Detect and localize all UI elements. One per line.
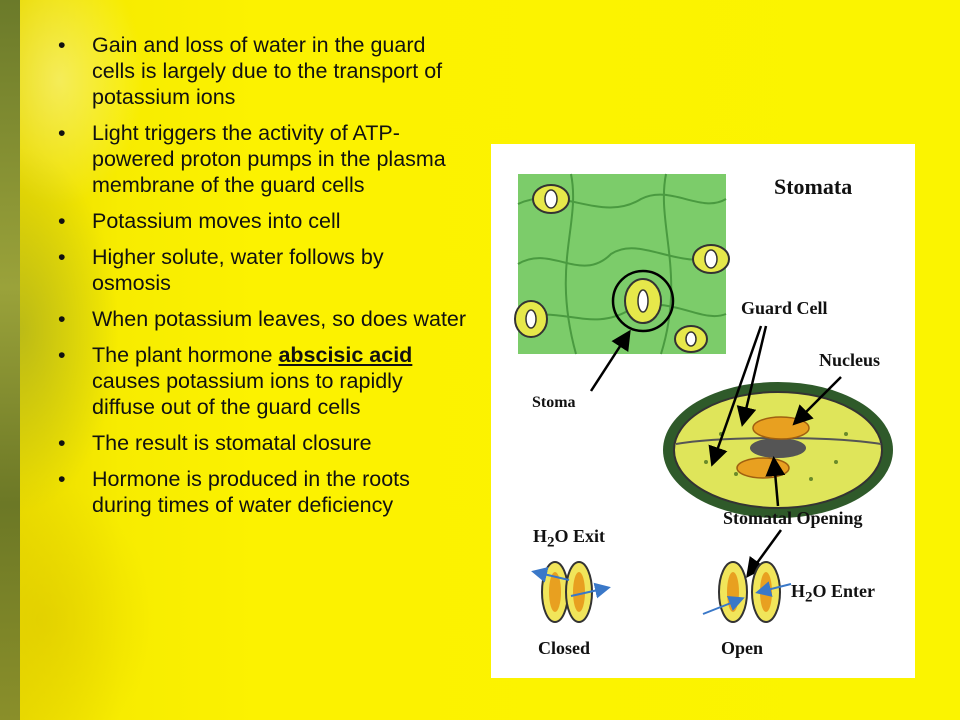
bullet-text: When potassium leaves, so does water (92, 307, 467, 331)
bullet-text: causes potassium ions to rapidly diffuse… (92, 369, 403, 419)
bullet-item: • The result is stomatal closure (58, 430, 468, 456)
label-arrows (708, 325, 842, 579)
bullet-text: Potassium moves into cell (92, 209, 341, 233)
bullet-glyph: • (58, 209, 66, 233)
bullet-item: • When potassium leaves, so does water (58, 306, 468, 332)
stomata-figure: Stomata Guard Cell Nucleus Stoma Stomata… (491, 144, 915, 678)
h2o-exit-label: H2O Exit (533, 526, 605, 552)
bullet-glyph: • (58, 467, 66, 491)
bullet-glyph: • (58, 307, 66, 331)
bullet-text: Hormone is produced in the roots during … (92, 467, 410, 517)
bullet-item: • The plant hormone abscisic acid causes … (58, 342, 468, 420)
h2o-exit-subscript: 2 (547, 534, 555, 551)
bullet-list: • Gain and loss of water in the guard cel… (58, 32, 468, 528)
guard-cell-label: Guard Cell (741, 298, 828, 318)
closed-guard-cells (531, 561, 611, 623)
stomatal-opening-label: Stomatal Opening (723, 508, 863, 528)
bullet-item: • Gain and loss of water in the guard cel… (58, 32, 468, 110)
bullet-text: Gain and loss of water in the guard cell… (92, 33, 443, 109)
h2o-enter-label: H2O Enter (791, 581, 875, 607)
stoma-label: Stoma (532, 394, 576, 411)
bullet-item: • Potassium moves into cell (58, 208, 468, 234)
guard-cell-closeup (663, 382, 893, 518)
bullet-text: Higher solute, water follows by osmosis (92, 245, 384, 295)
h2o-exit-h: H (533, 526, 548, 546)
leaf-surface (514, 173, 730, 392)
stomata-illustration (514, 173, 893, 623)
h2o-enter-subscript: 2 (805, 589, 813, 606)
highlighted-term: abscisic acid (278, 343, 413, 367)
closed-label: Closed (538, 638, 591, 658)
nucleus-label: Nucleus (819, 350, 881, 370)
open-label: Open (721, 638, 764, 658)
bullet-item: • Light triggers the activity of ATP-powe… (58, 120, 468, 198)
bullet-item: • Hormone is produced in the roots during… (58, 466, 468, 518)
bullet-text: The result is stomatal closure (92, 431, 372, 455)
h2o-exit-suffix: O Exit (554, 526, 606, 546)
bullet-glyph: • (58, 431, 66, 455)
bullet-glyph: • (58, 121, 66, 145)
bullet-item: • Higher solute, water follows by osmosis (58, 244, 468, 296)
bullet-glyph: • (58, 33, 66, 57)
bullet-text: Light triggers the activity of ATP-power… (92, 121, 446, 197)
bullet-text: The plant hormone (92, 343, 279, 367)
h2o-enter-h: H (791, 581, 806, 601)
bullet-glyph: • (58, 343, 66, 367)
h2o-enter-suffix: O Enter (812, 581, 876, 601)
background-edge (0, 0, 20, 720)
bullet-glyph: • (58, 245, 66, 269)
figure-title: Stomata (774, 174, 853, 199)
open-guard-cells (702, 561, 792, 623)
